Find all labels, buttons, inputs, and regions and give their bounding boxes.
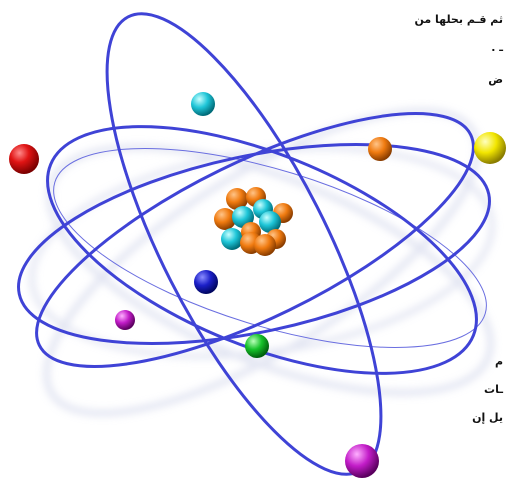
nucleus — [214, 187, 293, 256]
text-fragment-3: ض — [488, 73, 503, 86]
text-fragment-5: ـات — [484, 383, 503, 396]
electron-green — [245, 334, 269, 358]
text-fragment-4: م — [494, 355, 503, 368]
orbit-3 — [17, 143, 491, 345]
electron-magenta — [345, 444, 379, 478]
text-fragment-1: ثم قـم بحلها من — [414, 13, 503, 26]
electron-magenta-small — [115, 310, 135, 330]
electron-navy — [194, 270, 218, 294]
electron-red — [9, 144, 39, 174]
electrons — [9, 92, 506, 478]
electron-cyan — [191, 92, 215, 116]
electron-yellow — [474, 132, 506, 164]
electron-orange — [368, 137, 392, 161]
text-fragment-6: يل إن — [472, 411, 503, 424]
orbit-1 — [35, 112, 475, 368]
text-fragment-2: ـ . — [491, 41, 503, 54]
orbit-thin — [53, 148, 487, 348]
